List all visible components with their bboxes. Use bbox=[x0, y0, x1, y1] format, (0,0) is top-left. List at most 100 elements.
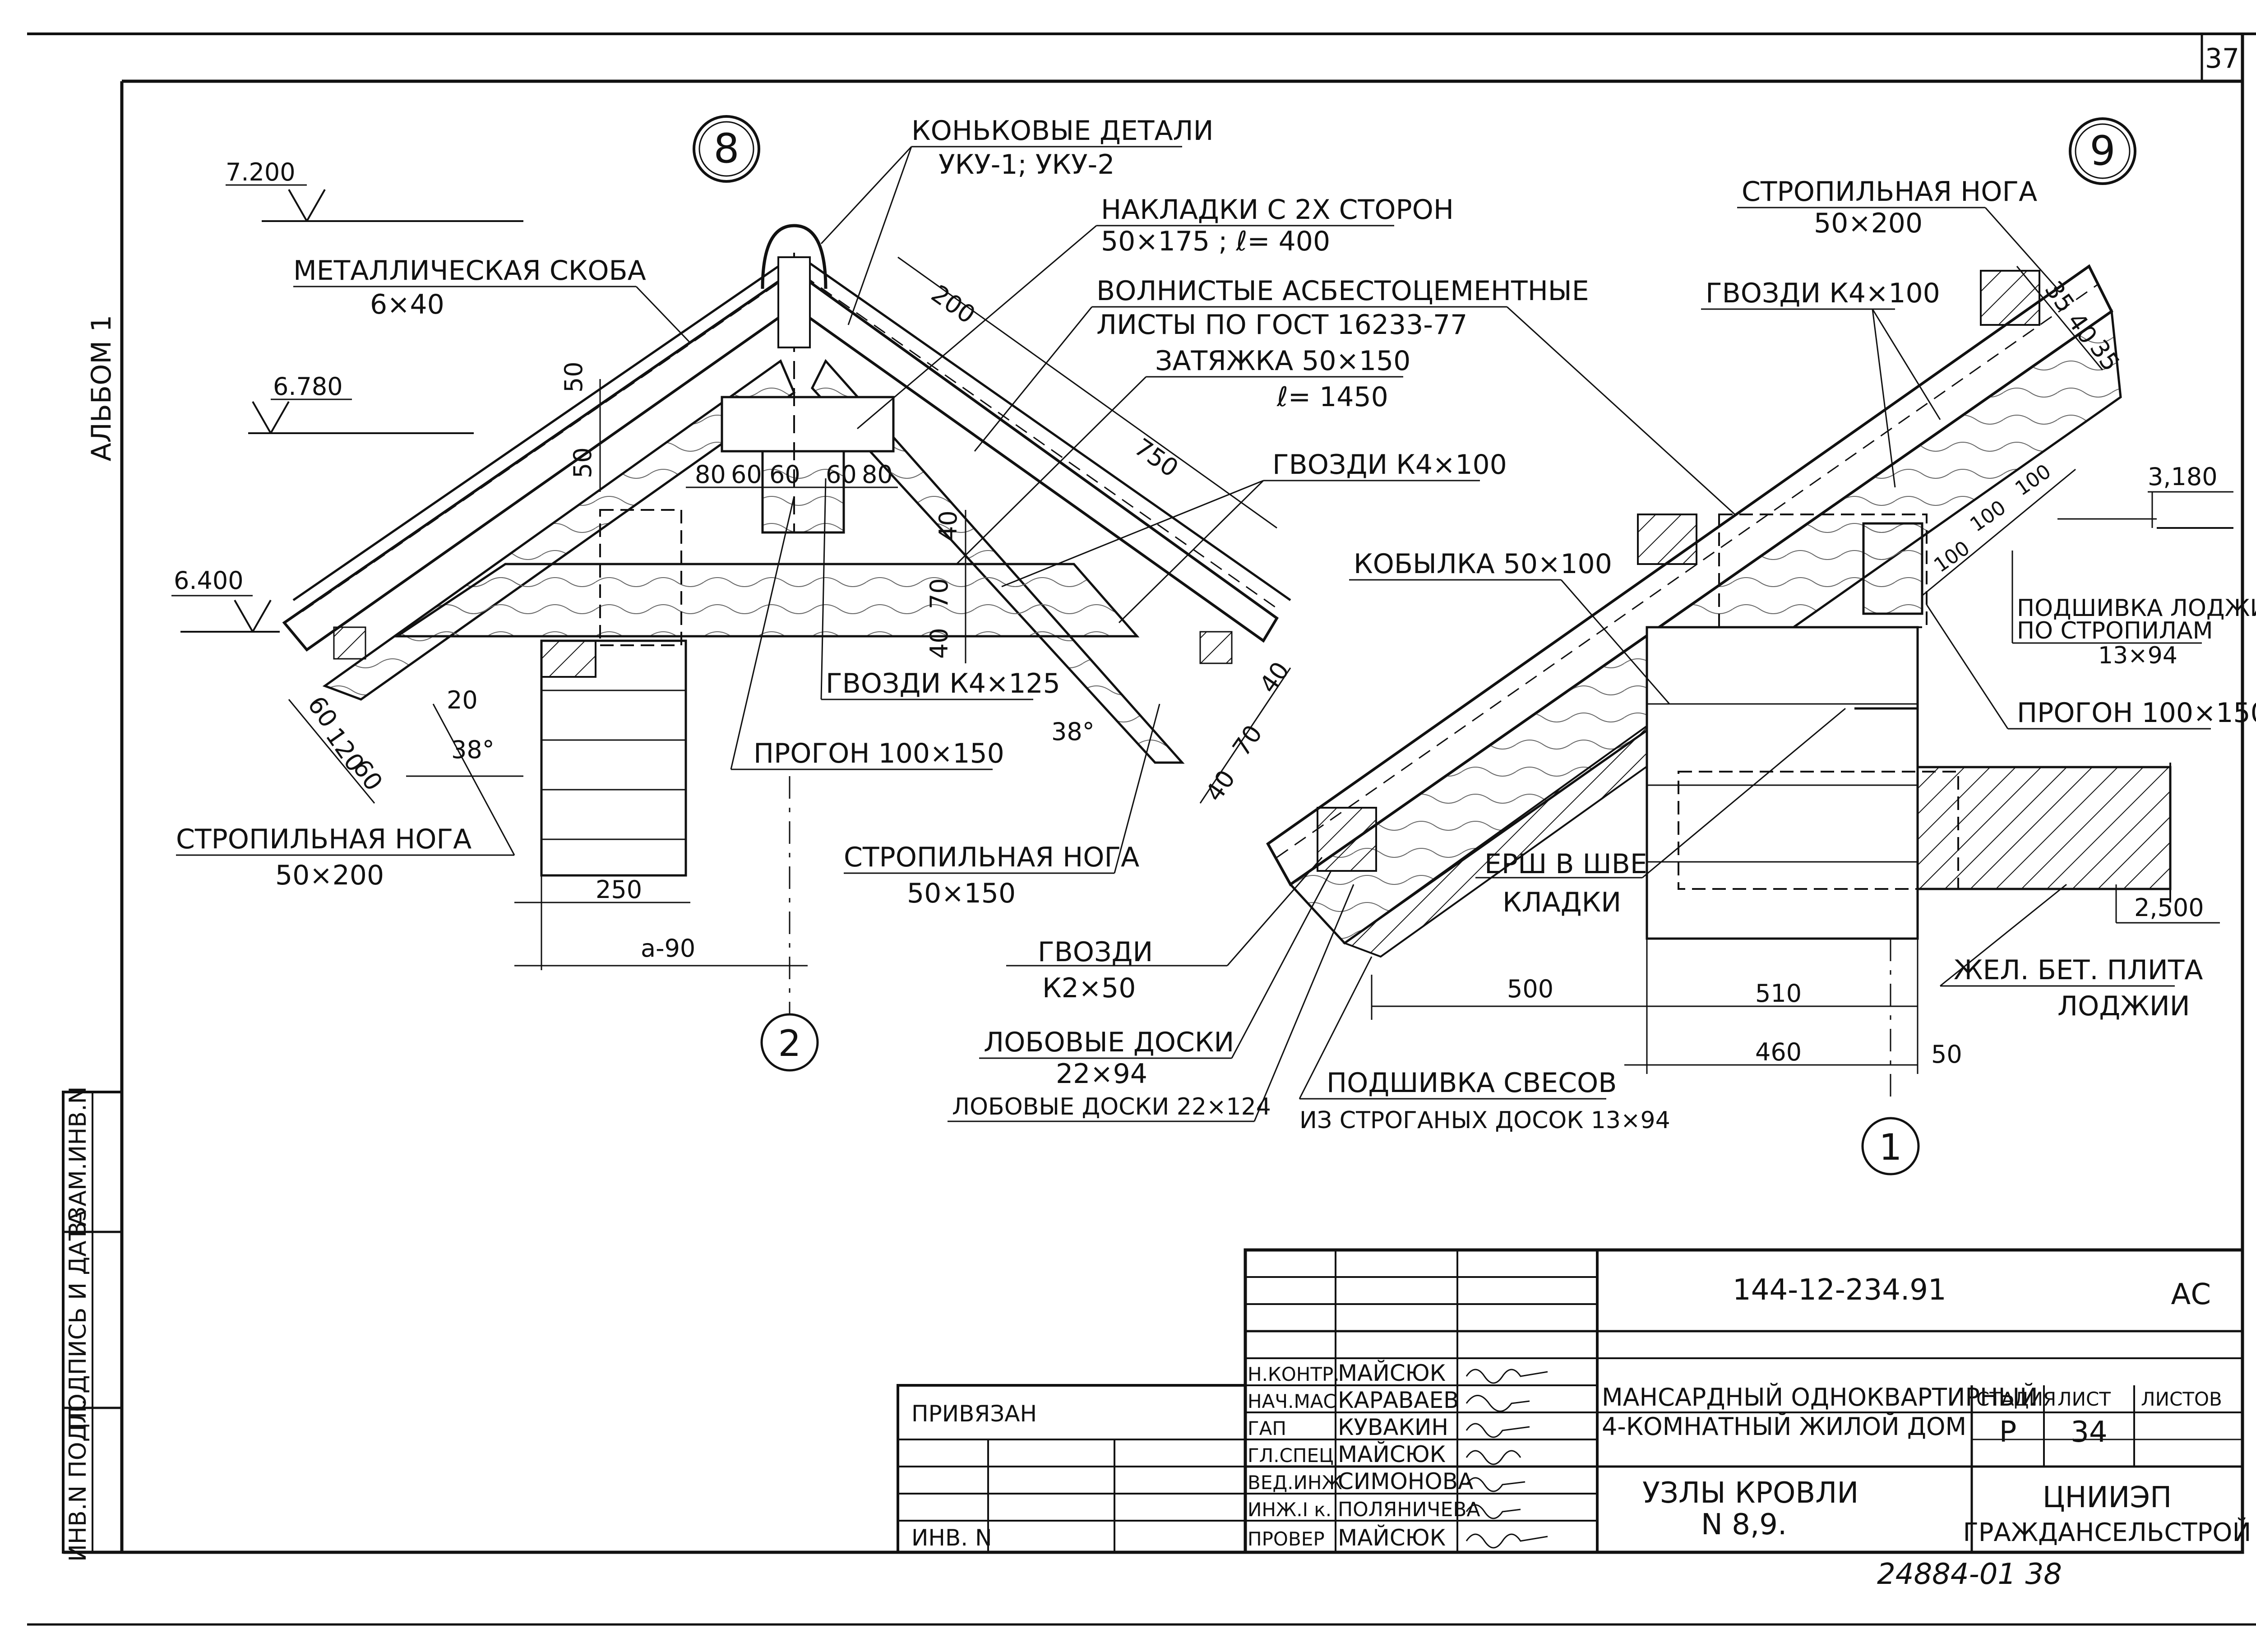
tb-sheet: 34 bbox=[2071, 1416, 2107, 1449]
node-8-elevations: 7.200 6.780 6.400 bbox=[171, 158, 523, 633]
tb-doc-code: 144-12-234.91 bbox=[1733, 1273, 1946, 1307]
tb-stage-h: СТАДИЯ bbox=[1976, 1388, 2056, 1410]
dim-250: 250 bbox=[596, 875, 642, 904]
node-9-labels: СТРОПИЛЬНАЯ НОГА 50×200 ГВОЗДИ К4×100 КО… bbox=[948, 176, 2256, 1134]
dim-38deg-right: 38° bbox=[1051, 717, 1095, 746]
elevation-3180: 3,180 bbox=[2148, 463, 2218, 491]
tb-project-2: 4-КОМНАТНЫЙ ЖИЛОЙ ДОМ bbox=[1602, 1412, 1966, 1441]
node-8-labels: КОНЬКОВЫЕ ДЕТАЛИ УКУ-1; УКУ-2 МЕТАЛЛИЧЕС… bbox=[176, 115, 1761, 909]
label9-ruff: ЕРШ В ШВЕ bbox=[1484, 848, 1647, 880]
side-stamp-inv: ИНВ.N ПОДЛ. bbox=[65, 1398, 92, 1562]
tb-name-3: МАЙСЮК bbox=[1338, 1441, 1446, 1467]
node-9: 9 3,180 2, bbox=[948, 117, 2256, 1175]
label-purlin-8: ПРОГОН 100×150 bbox=[754, 738, 1004, 769]
label9-soffit2: ПО СТРОПИЛАМ bbox=[2017, 617, 2213, 644]
label-plates: НАКЛАДКИ С 2Х СТОРОН bbox=[1101, 194, 1454, 226]
tb-sheet-title-1: УЗЛЫ КРОВЛИ bbox=[1642, 1476, 1858, 1510]
label9-kobylka: КОБЫЛКА 50×100 bbox=[1354, 548, 1612, 580]
label9-fascia2: ЛОБОВЫЕ ДОСКИ 22×124 bbox=[952, 1093, 1271, 1120]
elevation-6400: 6.400 bbox=[174, 566, 244, 595]
dim-60a: 60 bbox=[731, 460, 762, 489]
dim-40b: 40 bbox=[925, 628, 953, 659]
dim9-510: 510 bbox=[1755, 979, 1802, 1008]
dim-38deg-left: 38° bbox=[451, 736, 495, 764]
label-nails-125: ГВОЗДИ К4×125 bbox=[826, 668, 1060, 699]
axis-1: 1 bbox=[1879, 1126, 1902, 1168]
dim-60-left: 60 bbox=[302, 691, 343, 732]
label9-eaves: ПОДШИВКА СВЕСОВ bbox=[1327, 1067, 1617, 1099]
tb-role-2: ГАП bbox=[1248, 1417, 1286, 1439]
dim-80b: 80 bbox=[862, 460, 893, 489]
tb-stage: Р bbox=[1999, 1416, 2017, 1449]
tb-role-1: НАЧ.МАС bbox=[1248, 1390, 1336, 1412]
label-nails-100: ГВОЗДИ К4×100 bbox=[1272, 449, 1507, 481]
dim-70a: 70 bbox=[925, 578, 953, 609]
tb-sheets-h: ЛИСТОВ bbox=[2141, 1388, 2222, 1410]
label9-ruff2: КЛАДКИ bbox=[1502, 887, 1621, 918]
tb-name-4: СИМОНОВА bbox=[1338, 1468, 1473, 1495]
dim-60b: 60 bbox=[769, 460, 800, 489]
label-plates-size: 50×175 ; ℓ= 400 bbox=[1101, 226, 1330, 257]
dim-20: 20 bbox=[447, 686, 478, 714]
dim9-500: 500 bbox=[1507, 975, 1553, 1003]
elevation-7200: 7.200 bbox=[226, 158, 296, 186]
tb-role-6: ПРОВЕР bbox=[1248, 1528, 1325, 1550]
label9-eaves2: ИЗ СТРОГАНЫХ ДОСОК 13×94 bbox=[1299, 1107, 1670, 1134]
node-8-number: 8 bbox=[713, 125, 739, 172]
tb-inv: ИНВ. N bbox=[911, 1525, 992, 1551]
tb-org-2: ГРАЖДАНСЕЛЬСТРОЙ bbox=[1963, 1518, 2251, 1547]
tb-privyazan: ПРИВЯЗАН bbox=[911, 1401, 1037, 1427]
label9-soffit-size: 13×94 bbox=[2098, 642, 2177, 669]
tb-name-6: МАЙСЮК bbox=[1338, 1524, 1446, 1551]
label9-slab: ЖЕЛ. БЕТ. ПЛИТА bbox=[1954, 954, 2203, 986]
label-rafter-left: СТРОПИЛЬНАЯ НОГА bbox=[176, 824, 472, 855]
bottom-code: 24884-01 38 bbox=[1877, 1558, 2062, 1591]
label9-rafter-size: 50×200 bbox=[1814, 208, 1923, 239]
label9-rafter: СТРОПИЛЬНАЯ НОГА bbox=[1742, 176, 2037, 208]
label9-soffit: ПОДШИВКА ЛОДЖИИ bbox=[2017, 595, 2256, 622]
tb-role-0: Н.КОНТР. bbox=[1248, 1363, 1340, 1385]
label9-slab2: ЛОДЖИИ bbox=[2057, 990, 2190, 1022]
side-stamp-replace: ВЗАМ.ИНВ.N bbox=[65, 1086, 92, 1237]
elevation-6780: 6.780 bbox=[273, 372, 343, 401]
title-block: ПРИВЯЗАН ИНВ. N 144-12-234.91 АС Н.КОНТР… bbox=[897, 1248, 2251, 1554]
dim9-460: 460 bbox=[1755, 1038, 1802, 1066]
label9-fascia-size: 22×94 bbox=[1056, 1058, 1147, 1090]
label-metal-bracket-size: 6×40 bbox=[370, 289, 444, 320]
dim-50a: 50 bbox=[559, 361, 588, 393]
side-stamp-sign: ПОДПИСЬ И ДАТА bbox=[65, 1210, 92, 1430]
node-9-roof bbox=[1266, 264, 2172, 958]
label-rafter-left-size: 50×200 bbox=[275, 860, 384, 891]
dim-80a: 80 bbox=[695, 460, 726, 489]
tb-role-3: ГЛ.СПЕЦ bbox=[1248, 1444, 1334, 1467]
node-9-elevations: 3,180 2,500 bbox=[2057, 463, 2233, 924]
tb-name-1: КАРАВАЕВ bbox=[1338, 1387, 1459, 1413]
label-rafter-right-size: 50×150 bbox=[907, 878, 1016, 909]
label9-nails: ГВОЗДИ К4×100 bbox=[1706, 278, 1940, 309]
tb-name-2: КУВАКИН bbox=[1338, 1414, 1448, 1440]
label-rafter-right: СТРОПИЛЬНАЯ НОГА bbox=[844, 842, 1139, 873]
label9-purlin: ПРОГОН 100×150 bbox=[2017, 697, 2256, 729]
dim-40a: 40 bbox=[934, 510, 962, 541]
tb-name-0: МАЙСЮК bbox=[1338, 1360, 1446, 1386]
label9-nails-k2-size: К2×50 bbox=[1042, 972, 1136, 1004]
tb-role-5: ИНЖ.I к. bbox=[1248, 1499, 1331, 1521]
label-tie: ЗАТЯЖКА 50×150 bbox=[1155, 345, 1410, 377]
dim-50b: 50 bbox=[569, 447, 597, 478]
label-ridge-codes: УКУ-1; УКУ-2 bbox=[938, 149, 1114, 180]
dim-40-right2: 40 bbox=[1200, 765, 1241, 806]
dim-750: 750 bbox=[1129, 433, 1184, 483]
node-8: 8 bbox=[171, 115, 1761, 1072]
signatures bbox=[1465, 1369, 1548, 1549]
tb-sheet-h: ЛИСТ bbox=[2057, 1388, 2111, 1410]
node-9-number: 9 bbox=[2090, 127, 2115, 175]
dim-a90: a-90 bbox=[641, 934, 695, 963]
tb-name-5: ПОЛЯНИЧЕВА bbox=[1338, 1498, 1480, 1521]
tb-org-1: ЦНИИЭП bbox=[2043, 1481, 2172, 1514]
album-label: АЛЬБОМ 1 bbox=[86, 315, 117, 462]
elevation-2500: 2,500 bbox=[2134, 893, 2204, 922]
label9-nails-k2: ГВОЗДИ bbox=[1038, 936, 1153, 968]
axis-2: 2 bbox=[778, 1023, 801, 1064]
dim-200: 200 bbox=[926, 279, 981, 329]
side-stamp: ИНВ.N ПОДЛ. ПОДПИСЬ И ДАТА ВЗАМ.ИНВ.N bbox=[62, 1086, 123, 1562]
